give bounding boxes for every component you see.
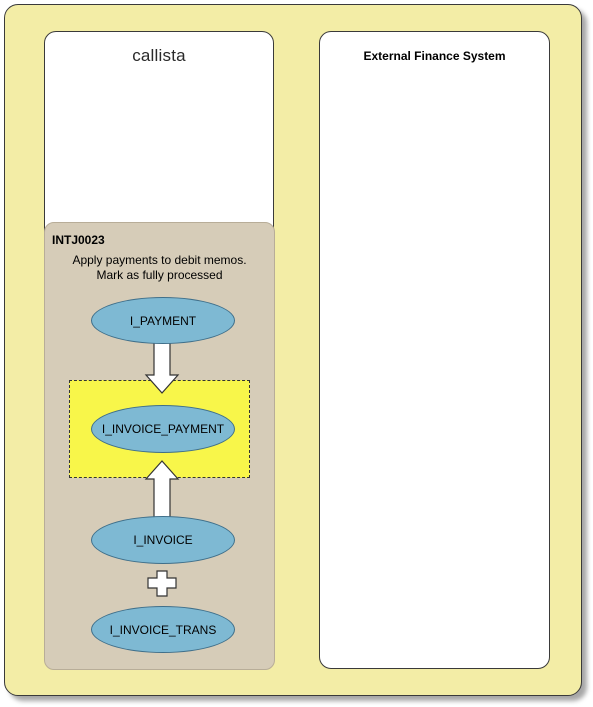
callista-logo: callista: [132, 46, 186, 65]
process-description-line-2: Mark as fully processed: [96, 268, 223, 282]
process-description: Apply payments to debit memos. Mark as f…: [45, 253, 274, 283]
process-description-line-1: Apply payments to debit memos.: [72, 253, 247, 267]
node-i-invoice: I_INVOICE: [91, 516, 235, 564]
node-label: I_INVOICE_PAYMENT: [101, 422, 225, 436]
external-finance-title: External Finance System: [363, 49, 506, 63]
node-label: I_PAYMENT: [129, 313, 197, 328]
external-finance-swimlane: External Finance System: [319, 31, 550, 669]
plus-connector: [147, 570, 177, 597]
arrow-up-connector: [144, 460, 180, 523]
node-label: I_INVOICE: [133, 533, 193, 547]
process-id: INTJ0023: [52, 233, 105, 247]
node-i-payment: I_PAYMENT: [91, 297, 235, 344]
node-i-invoice-payment: I_INVOICE_PAYMENT: [91, 405, 235, 453]
node-label: I_INVOICE_TRANS: [109, 622, 217, 637]
node-i-invoice-trans: I_INVOICE_TRANS: [91, 606, 235, 653]
